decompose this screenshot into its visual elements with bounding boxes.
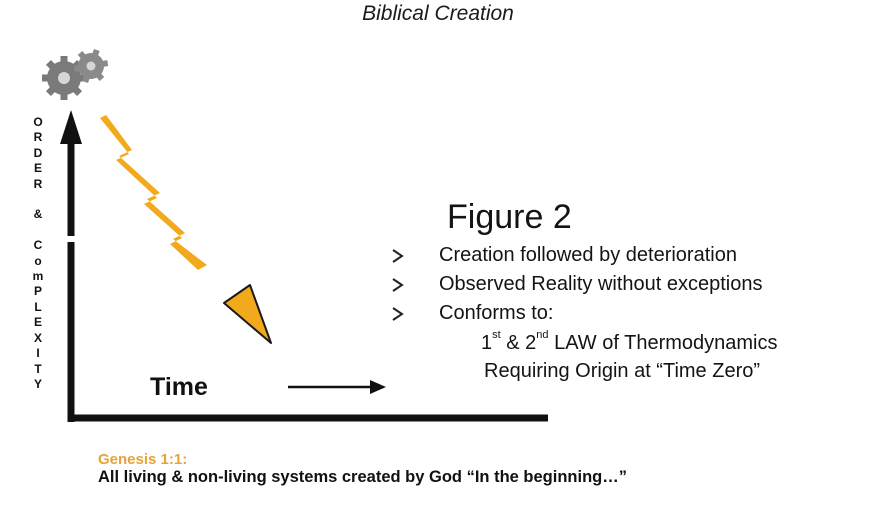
y-axis-char: X bbox=[28, 331, 48, 346]
y-axis-char bbox=[28, 223, 48, 238]
law-first: 1 bbox=[481, 332, 492, 354]
y-axis-char bbox=[28, 192, 48, 207]
x-axis-label: Time bbox=[150, 373, 208, 402]
origin-line: Requiring Origin at “Time Zero” bbox=[484, 360, 760, 383]
y-axis-char: T bbox=[28, 362, 48, 377]
gears-icon bbox=[42, 49, 108, 100]
law-first-sup: st bbox=[492, 329, 501, 341]
law-mid: & 2 bbox=[501, 332, 537, 354]
y-axis-char: I bbox=[28, 346, 48, 361]
y-axis-char: P bbox=[28, 284, 48, 299]
genesis-reference: Genesis 1:1: bbox=[98, 451, 187, 468]
law-rest: LAW of Thermodynamics bbox=[549, 332, 778, 354]
y-axis-char: R bbox=[28, 177, 48, 192]
y-axis-char: C bbox=[28, 238, 48, 253]
right-arrow-icon bbox=[288, 380, 386, 394]
y-axis-char: O bbox=[28, 115, 48, 130]
bullet-item: Creation followed by deterioration bbox=[439, 244, 737, 267]
y-axis-char: & bbox=[28, 207, 48, 222]
y-axis-char: o bbox=[28, 254, 48, 269]
bullet-item: Observed Reality without exceptions bbox=[439, 273, 763, 296]
y-axis-char: Y bbox=[28, 377, 48, 392]
bullet-item: Conforms to: bbox=[439, 302, 553, 325]
y-axis-char: D bbox=[28, 146, 48, 161]
y-axis-char: R bbox=[28, 130, 48, 145]
figure-title: Figure 2 bbox=[447, 198, 572, 237]
law-second-sup: nd bbox=[536, 329, 548, 341]
bullet-arrow-icon bbox=[393, 250, 402, 320]
y-axis-char: L bbox=[28, 300, 48, 315]
y-axis-char: m bbox=[28, 269, 48, 284]
y-axis-char: E bbox=[28, 315, 48, 330]
y-axis-char: E bbox=[28, 161, 48, 176]
y-axis-label: O R D E R & C o m P L E X I T Y bbox=[28, 115, 48, 392]
lightning-arrow-icon bbox=[100, 115, 271, 343]
genesis-text: All living & non-living systems created … bbox=[98, 468, 627, 487]
law-line: 1st & 2nd LAW of Thermodynamics bbox=[481, 332, 777, 355]
